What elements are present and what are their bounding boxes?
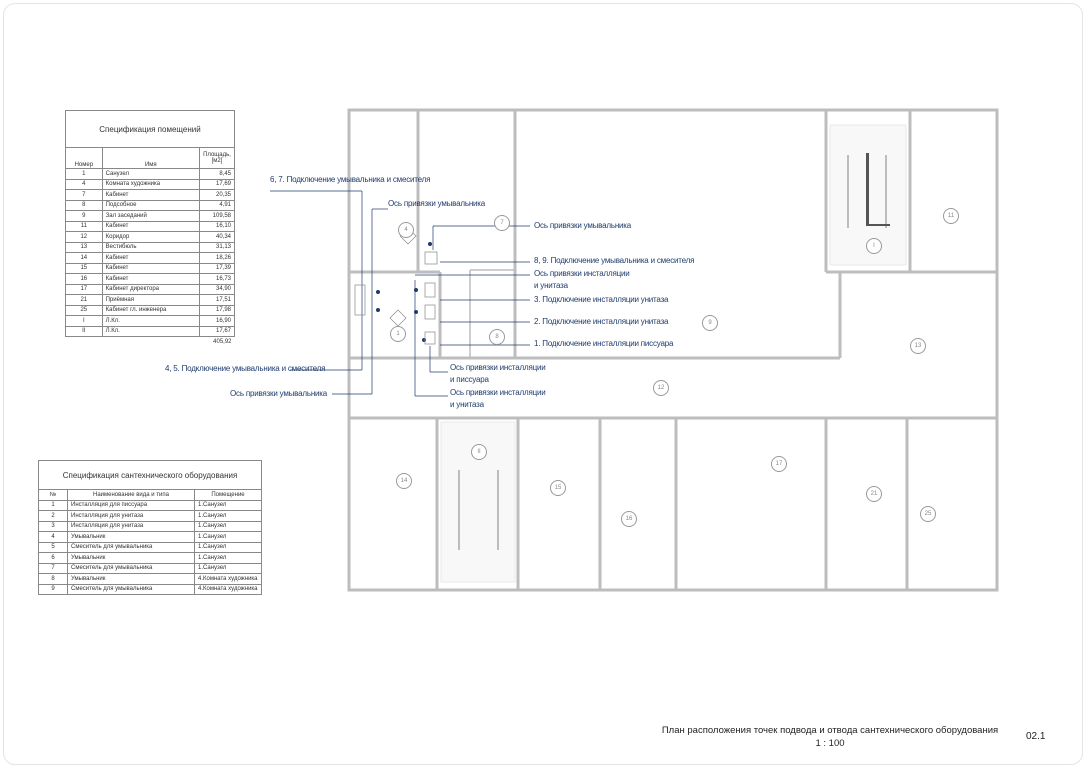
room-area: 17,69	[199, 178, 235, 190]
room-tag: 9	[702, 315, 718, 331]
room-name: Подсобное	[101, 199, 201, 211]
room-tag: 25	[920, 506, 936, 522]
room-tag: 7	[494, 215, 510, 231]
room-name: Коридор	[101, 231, 201, 243]
room-area: 40,34	[199, 231, 235, 243]
annotation-wc-axis: Ось привязки инсталляции и унитаза	[450, 387, 546, 411]
annotation-line: Ось привязки инсталляции	[450, 363, 546, 372]
drawing-scale: 1 : 100	[815, 738, 845, 749]
room-tag: 14	[396, 473, 412, 489]
annotation-sink-axis: Ось привязки умывальника	[534, 221, 632, 230]
room-name: Зал заседаний	[101, 210, 201, 222]
room-tag: 13	[910, 338, 926, 354]
equipment-spec-title: Спецификация сантехнического оборудовани…	[38, 460, 262, 490]
annotation-8-9: 8, 9. Подключение умывальника и смесител…	[534, 256, 695, 265]
room-area: 31,13	[199, 241, 235, 253]
room-tag: I	[866, 238, 882, 254]
room-name: Санузел	[101, 168, 201, 180]
room-area: 4,91	[199, 199, 235, 211]
room-name: Комната художника	[101, 178, 201, 190]
room-tag: 11	[943, 208, 959, 224]
room-area: 17,67	[199, 325, 235, 337]
connection-points	[376, 242, 432, 342]
drawing-sheet-border	[3, 3, 1083, 765]
room-tag: 1	[390, 326, 406, 342]
annotation-line: Ось привязки инсталляции	[450, 388, 546, 397]
title-block: План расположения точек подвода и отвода…	[640, 724, 1020, 750]
walls	[347, 108, 999, 592]
header-area: Площадь, [м2]	[199, 147, 235, 169]
annotation-line: и писсуара	[450, 375, 489, 384]
annotation-2: 2. Подключение инсталляции унитаза	[534, 317, 669, 326]
room-name: Л.Кл.	[101, 325, 201, 337]
room-tag: 21	[866, 486, 882, 502]
room-name: Кабинет	[101, 220, 201, 232]
room-tag: 8	[489, 329, 505, 345]
room-tag: 15	[550, 480, 566, 496]
room-tag: 4	[398, 222, 414, 238]
room-tag: II	[471, 444, 487, 460]
room-tag: 12	[653, 380, 669, 396]
annotation-sink-axis: Ось привязки умывальника	[388, 199, 486, 208]
room-tag: 16	[621, 511, 637, 527]
rooms-spec-table: Спецификация помещений Номер Имя Площадь…	[65, 110, 235, 347]
annotation-wc-axis: Ось привязки инсталляции и унитаза	[534, 268, 630, 292]
leader-lines	[270, 190, 530, 397]
room-name: Вестибюль	[101, 241, 201, 253]
annotation-line: и унитаза	[450, 400, 484, 409]
room-area: 20,35	[199, 189, 235, 201]
room-area: 8,45	[199, 168, 235, 180]
drawing-title: План расположения точек подвода и отвода…	[661, 725, 999, 736]
annotation-line: и унитаза	[534, 281, 568, 290]
room-tag: 17	[771, 456, 787, 472]
annotation-3: 3. Подключение инсталляции унитаза	[534, 295, 669, 304]
room-name: Кабинет	[101, 189, 201, 201]
room-area: 16,10	[199, 220, 235, 232]
equipment-room: 4.Комната художника	[194, 583, 262, 595]
equipment-spec-table: Спецификация сантехнического оборудовани…	[38, 460, 262, 595]
sheet-number: 02.1	[1026, 731, 1046, 742]
annotation-6-7: 6, 7. Подключение умывальника и смесител…	[270, 175, 431, 184]
annotation-1: 1. Подключение инсталляции писсуара	[534, 339, 674, 348]
annotation-urinal-axis: Ось привязки инсталляции и писсуара	[450, 362, 546, 386]
annotation-sink-axis: Ось привязки умывальника	[230, 389, 328, 398]
annotation-line: Ось привязки инсталляции	[534, 269, 630, 278]
room-area: 109,58	[199, 210, 235, 222]
annotation-4-5: 4, 5. Подключение умывальника и смесител…	[165, 364, 326, 373]
header-name: Имя	[101, 147, 201, 169]
rooms-total-area: 405,92	[213, 338, 232, 345]
